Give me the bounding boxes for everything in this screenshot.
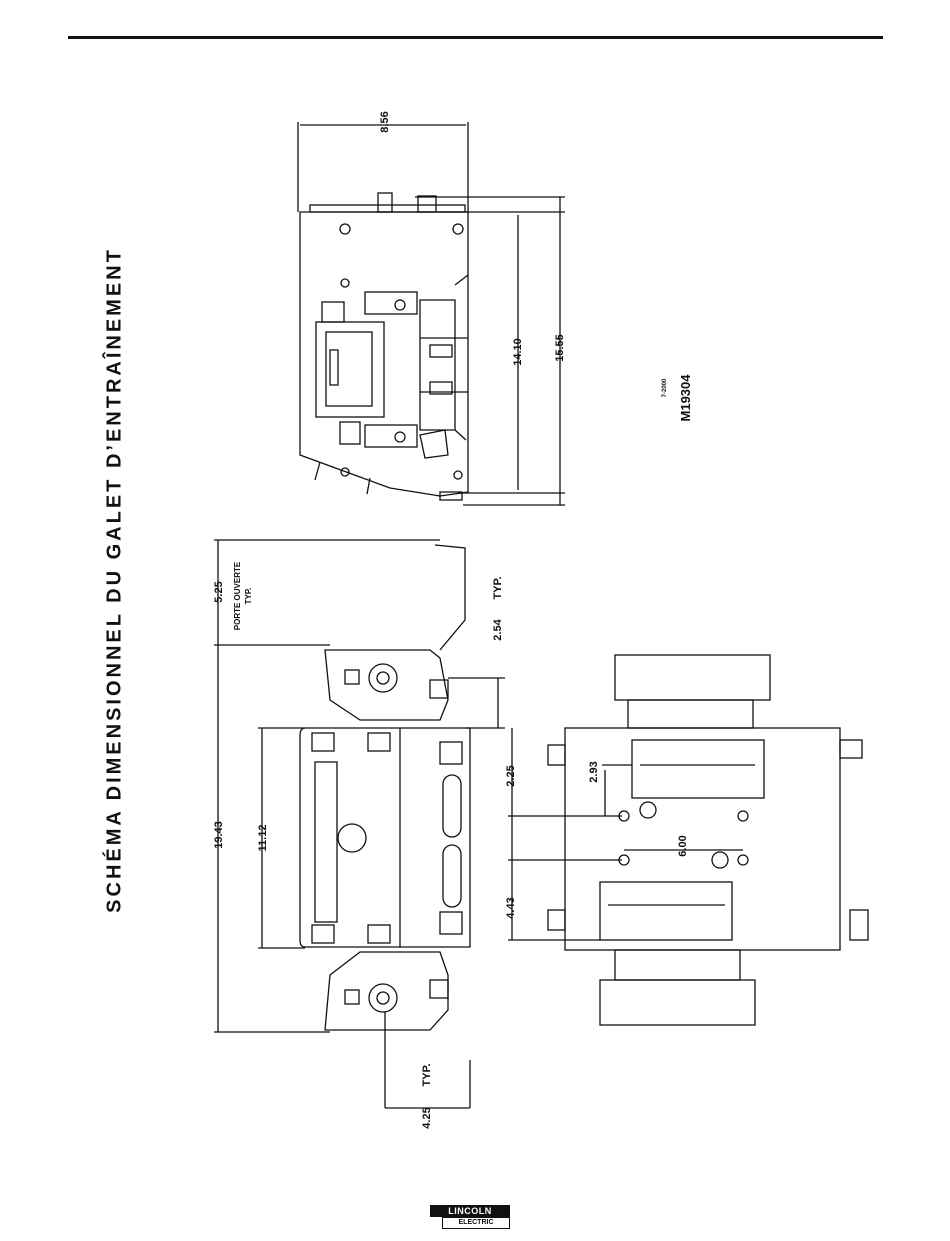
logo-brand-top: LINCOLN bbox=[430, 1205, 510, 1217]
dim-front-body: 11.12 bbox=[257, 825, 269, 852]
dim-door-open-note-2: TYP. bbox=[244, 588, 253, 605]
logo-brand-bottom: ELECTRIC bbox=[442, 1217, 510, 1229]
dim-bottom-hole-c: 4.43 bbox=[505, 897, 517, 918]
dim-side-width: 8.56 bbox=[379, 111, 391, 132]
dim-side-height-inner: 14.10 bbox=[512, 338, 524, 366]
drawing-number: M19304 bbox=[678, 374, 693, 422]
front-view bbox=[214, 540, 505, 1108]
dim-rear-offset-note: TYP. bbox=[421, 1063, 433, 1086]
dim-front-offset: 2.54 bbox=[492, 618, 504, 640]
dim-rear-offset: 4.25 bbox=[421, 1107, 433, 1128]
dim-front-offset-note: TYP. bbox=[492, 576, 504, 599]
dim-bottom-hole-b: 2.93 bbox=[588, 761, 600, 782]
dim-side-height-overall: 15.55 bbox=[554, 334, 566, 362]
dim-front-overall: 19.43 bbox=[213, 821, 225, 849]
dim-bottom-hole-spacing: 6.00 bbox=[677, 835, 689, 856]
side-view bbox=[298, 122, 565, 505]
dim-door-open: 5.25 bbox=[213, 581, 225, 602]
dim-door-open-note-1: PORTE OUVERTE bbox=[233, 561, 242, 630]
lincoln-electric-logo: LINCOLN ELECTRIC bbox=[430, 1205, 510, 1229]
drawing-date: 7-2000 bbox=[662, 378, 668, 397]
dim-bottom-hole-a: 2.25 bbox=[505, 765, 517, 786]
